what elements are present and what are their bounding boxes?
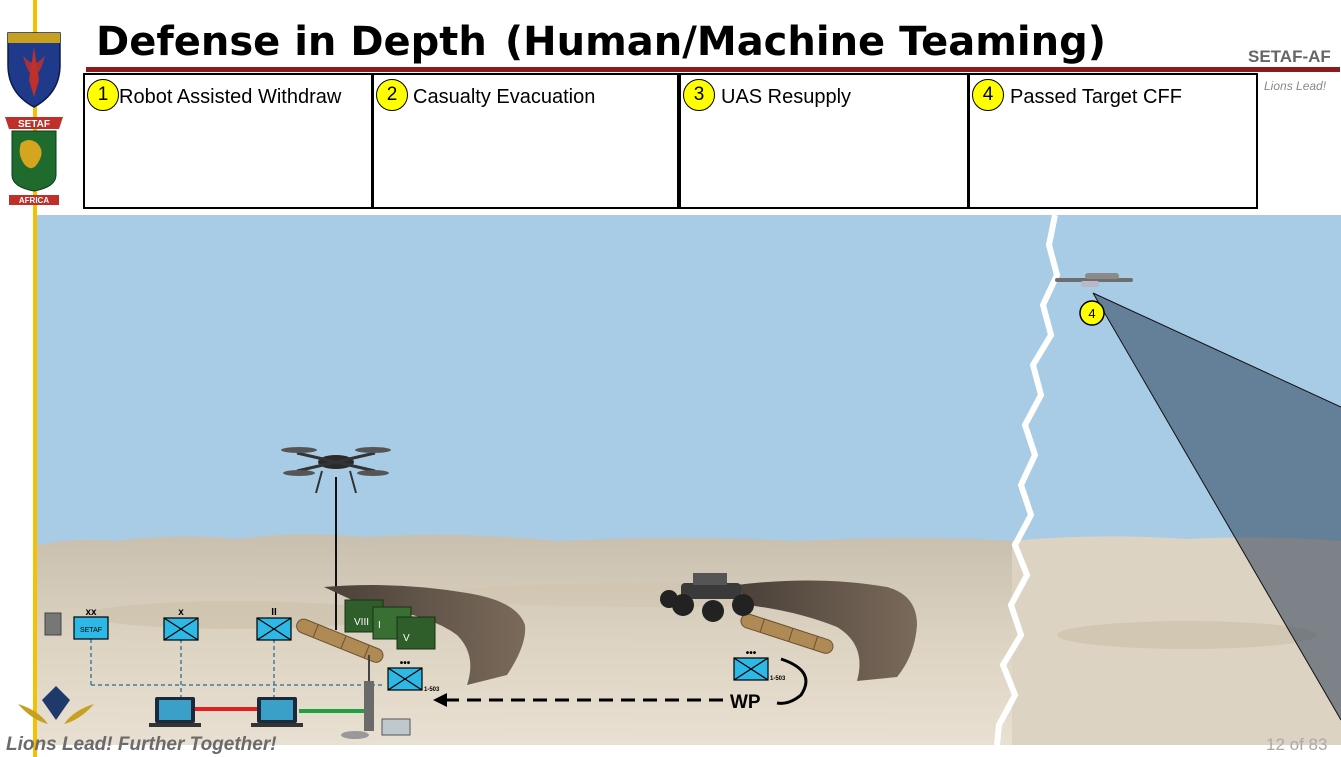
page-number: 12 of 83 <box>1266 735 1328 754</box>
laptop-icon <box>149 697 201 727</box>
unit-label: 1-503 <box>424 687 440 693</box>
fixed-wing-uas-icon <box>1055 273 1133 287</box>
echelon-label: II <box>271 607 277 618</box>
battlefield-scene: 4 VIII I V <box>37 215 1341 745</box>
tethered-drone-icon <box>281 447 391 630</box>
echelon-label: xx <box>85 607 97 618</box>
supply-boxes: VIII I V <box>344 599 436 650</box>
task-number-badge: 2 <box>376 79 408 111</box>
waypoint-label: WP <box>730 692 761 713</box>
unit-symbol-platoon: ••• 1-503 <box>387 658 440 693</box>
unit-label: SETAF <box>80 627 102 634</box>
africa-banner: AFRICA <box>19 196 49 205</box>
unit-symbol-wp-platoon: ••• 1-503 <box>733 648 786 682</box>
supply-box-label: V <box>403 633 410 644</box>
laptop-icon <box>251 697 303 727</box>
setaf-banner: SETAF <box>18 119 50 130</box>
army-shield-icon <box>7 32 61 108</box>
task-label: Casualty Evacuation <box>413 86 596 108</box>
footer-slogan: Lions Lead! Further Together! <box>6 734 277 755</box>
task-number-badge: 3 <box>683 79 715 111</box>
robotic-vehicle-icon <box>660 573 754 622</box>
title-underline <box>86 67 1340 72</box>
echelon-label: x <box>178 607 184 618</box>
task-label: UAS Resupply <box>721 86 852 108</box>
unit-logos: SETAF AFRICA <box>5 32 63 205</box>
title-sub: (Human/Machine Teaming) <box>504 19 1106 65</box>
unit-symbol-brigade: x <box>163 607 199 641</box>
task-number-badge: 4 <box>972 79 1004 111</box>
accent-bar <box>33 0 37 757</box>
setaf-crest-icon: SETAF AFRICA <box>5 117 63 205</box>
task-number-badge: 1 <box>87 79 119 111</box>
task-label: Robot Assisted Withdraw <box>119 86 342 108</box>
scene-divider <box>994 215 1061 745</box>
casualty-litter-icon <box>740 613 834 654</box>
waypoint-arc <box>776 657 808 705</box>
task-box-1: 1 Robot Assisted Withdraw <box>83 73 373 209</box>
trench-1 <box>324 585 526 685</box>
network-links <box>90 639 383 713</box>
unit-symbol-battalion: II <box>256 607 292 641</box>
arrow-head-icon <box>433 693 447 707</box>
motto-label: Lions Lead! <box>1264 79 1327 93</box>
task-box-3: 3 UAS Resupply <box>679 73 969 209</box>
task-box-2: 2 Casualty Evacuation <box>372 73 679 209</box>
unit-symbol-division: xx SETAF <box>73 607 109 640</box>
unit-label: 1-503 <box>770 676 786 682</box>
echelon-label: ••• <box>746 648 757 659</box>
uas-marker <box>1079 300 1105 326</box>
supply-box-label: VIII <box>354 617 369 628</box>
brand-label: SETAF-AF <box>1248 47 1331 66</box>
uas-marker-label: 4 <box>1088 306 1095 321</box>
forum-watermark-icon <box>18 686 94 724</box>
casualty-litter-icon <box>296 618 384 663</box>
echelon-label: ••• <box>400 658 411 669</box>
task-box-4: 4 Passed Target CFF <box>968 73 1258 209</box>
supply-box-label: I <box>378 620 381 631</box>
trench-2 <box>737 580 917 681</box>
radio-equipment-icon <box>341 655 411 739</box>
title-main: Defense in Depth <box>96 19 487 65</box>
page-title: Defense in Depth (Human/Machine Teaming) <box>96 18 1106 66</box>
sensor-device-icon <box>44 612 62 636</box>
task-label: Passed Target CFF <box>1010 86 1182 108</box>
